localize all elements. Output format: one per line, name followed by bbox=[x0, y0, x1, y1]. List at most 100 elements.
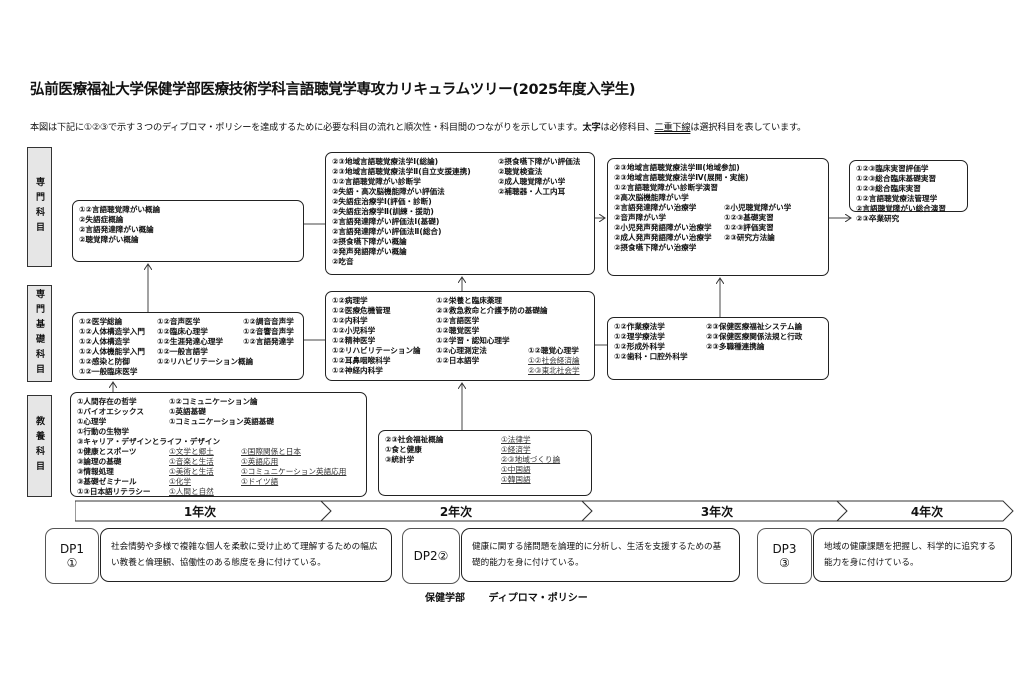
required-course: ②③卒業研究 bbox=[856, 214, 900, 223]
required-course: ①②コミュニケーション論 bbox=[169, 397, 258, 406]
required-course bbox=[241, 397, 360, 407]
elective-course: ①経済学 bbox=[501, 445, 531, 454]
required-course: ①②理学療法学 bbox=[614, 332, 665, 341]
required-course: ①②言語聴覚障がい診断学 bbox=[332, 177, 421, 186]
required-course: ②言語発達障がい治療学 bbox=[614, 203, 697, 212]
required-course bbox=[169, 437, 235, 447]
required-course: ①②③評価実習 bbox=[724, 223, 774, 232]
required-course: ①②感染と防御 bbox=[79, 357, 130, 366]
required-course: ②補聴器・人工内耳 bbox=[498, 187, 566, 196]
required-course: ②発声発語障がい概論 bbox=[332, 247, 407, 256]
underline-legend: 二重下線 bbox=[654, 122, 691, 133]
elective-course: ①コミュニケーション英語応用 bbox=[241, 467, 347, 476]
required-course bbox=[724, 193, 822, 203]
required-course: ①健康とスポーツ bbox=[77, 447, 137, 456]
required-course: ①②リハビリテーション論 bbox=[332, 346, 421, 355]
required-course: ②聴覚検査法 bbox=[498, 167, 543, 176]
footer-policy: ディプロマ・ポリシー bbox=[488, 593, 588, 604]
elective-course: ①音楽と生活 bbox=[169, 457, 214, 466]
required-course bbox=[724, 183, 822, 193]
required-course: ①②人体構造学入門 bbox=[79, 327, 146, 336]
required-course: ①②一般臨床医学 bbox=[79, 367, 138, 376]
required-course: ①コミュニケーション英語基礎 bbox=[169, 417, 274, 426]
bold-legend: 太字 bbox=[582, 122, 601, 133]
required-course: ①②神経内科学 bbox=[332, 366, 383, 375]
dp2-text: 健康に関する諸問題を論理的に分析し、生活を支援するための基礎的能力を身に付けてい… bbox=[461, 528, 740, 582]
dp3-mark: ③ bbox=[779, 556, 790, 570]
required-course: ②③地域言語聴覚療法学Ⅰ(総論) bbox=[332, 157, 439, 166]
required-course bbox=[724, 163, 822, 173]
required-course: ②摂食嚥下障がい治療学 bbox=[614, 243, 697, 252]
required-course: ①②医療危機管理 bbox=[332, 306, 391, 315]
page-title: 弘前医療福祉大学保健学部医療技術学科言語聴覚学専攻カリキュラムツリー(2025年… bbox=[30, 82, 636, 98]
required-course: ①②③基礎実習 bbox=[724, 213, 774, 222]
required-course: ②③研究方法論 bbox=[724, 233, 775, 242]
required-course: ①②心理測定法 bbox=[436, 346, 487, 355]
category-kyoyo: 教養科目 bbox=[27, 395, 52, 497]
required-course: ②聴覚障がい概論 bbox=[79, 235, 139, 244]
footer-caption: 保健学部 ディプロマ・ポリシー bbox=[425, 589, 588, 604]
required-course: ②③地域言語聴覚療法学Ⅳ(展開・実施) bbox=[614, 173, 749, 182]
required-course: ①行動の生物学 bbox=[77, 427, 129, 436]
required-course: ②成人聴覚障がい学 bbox=[498, 177, 566, 186]
required-course bbox=[528, 296, 588, 306]
required-course: ①②臨床心理学 bbox=[157, 327, 208, 336]
dp1-mark: ① bbox=[66, 556, 78, 570]
elective-course: ①ドイツ語 bbox=[241, 477, 279, 486]
required-course: ①②人体機能学入門 bbox=[79, 347, 146, 356]
required-course bbox=[241, 437, 360, 447]
required-course: ①②言語聴覚障がい概論 bbox=[79, 205, 161, 214]
required-course: ②③保健医療関係法規と行政 bbox=[706, 332, 803, 341]
year-2: 2年次 bbox=[439, 505, 473, 519]
required-course: ②小児発声発語障がい治療学 bbox=[614, 223, 712, 232]
required-course: ②失語・高次脳機能障がい評価法 bbox=[332, 187, 445, 196]
description-text: 本図は下記に①②③で示す３つのディプロマ・ポリシーを達成するために必要な科目の流… bbox=[30, 122, 583, 133]
required-course: ①②人体構造学 bbox=[79, 337, 130, 346]
required-course: ①②生涯発達心理学 bbox=[157, 337, 224, 346]
required-course: ①②③総合臨床実習 bbox=[856, 184, 921, 193]
required-course: ①②聴覚医学 bbox=[436, 326, 480, 335]
required-course: ②失語症概論 bbox=[79, 215, 124, 224]
dp3-text: 地域の健康課題を把握し、科学的に追究する能力を身に付けている。 bbox=[813, 528, 1012, 582]
elective-course: ①中国語 bbox=[501, 465, 531, 474]
required-course: ①②耳鼻咽喉科学 bbox=[332, 356, 391, 365]
timeline-chevrons bbox=[75, 500, 1014, 522]
required-course: ②言語発達障がい評価法Ⅱ(総合) bbox=[332, 227, 442, 236]
category-senmon-kiso: 専門基礎科目 bbox=[27, 285, 52, 382]
required-course: ①②栄養と臨床薬理 bbox=[436, 296, 503, 305]
dp1-title: DP1 bbox=[59, 542, 85, 556]
required-course: ②音声障がい学 bbox=[614, 213, 666, 222]
required-course: ①②③臨床実習評価学 bbox=[856, 164, 929, 173]
elective-course: ①人間と自然 bbox=[169, 487, 214, 496]
required-course: ③キャリア・デザインとライフ・デザイン bbox=[77, 437, 221, 446]
required-course bbox=[241, 427, 360, 437]
required-course: ②③地域言語聴覚療法学Ⅲ(地域参加) bbox=[614, 163, 740, 172]
elective-course: ①②社会経済論 bbox=[528, 356, 580, 365]
year-timeline: 1年次 2年次 3年次 4年次 bbox=[75, 500, 1015, 522]
required-course: ①②病理学 bbox=[332, 296, 368, 305]
required-course: ②失語症治療学Ⅰ(評価・診断) bbox=[332, 197, 432, 206]
required-course: ②言語聴覚障がい総合演習 bbox=[856, 204, 946, 213]
required-course bbox=[528, 306, 588, 316]
required-course: ①心理学 bbox=[77, 417, 107, 426]
required-course: ③基礎ゼミナール bbox=[77, 477, 137, 486]
elective-course: ②③東北社会学 bbox=[528, 366, 580, 375]
required-course: ②言語発達障がい評価法Ⅰ(基礎) bbox=[332, 217, 440, 226]
required-course: ②③地域言語聴覚療法学Ⅱ(自立支援連携) bbox=[332, 167, 471, 176]
